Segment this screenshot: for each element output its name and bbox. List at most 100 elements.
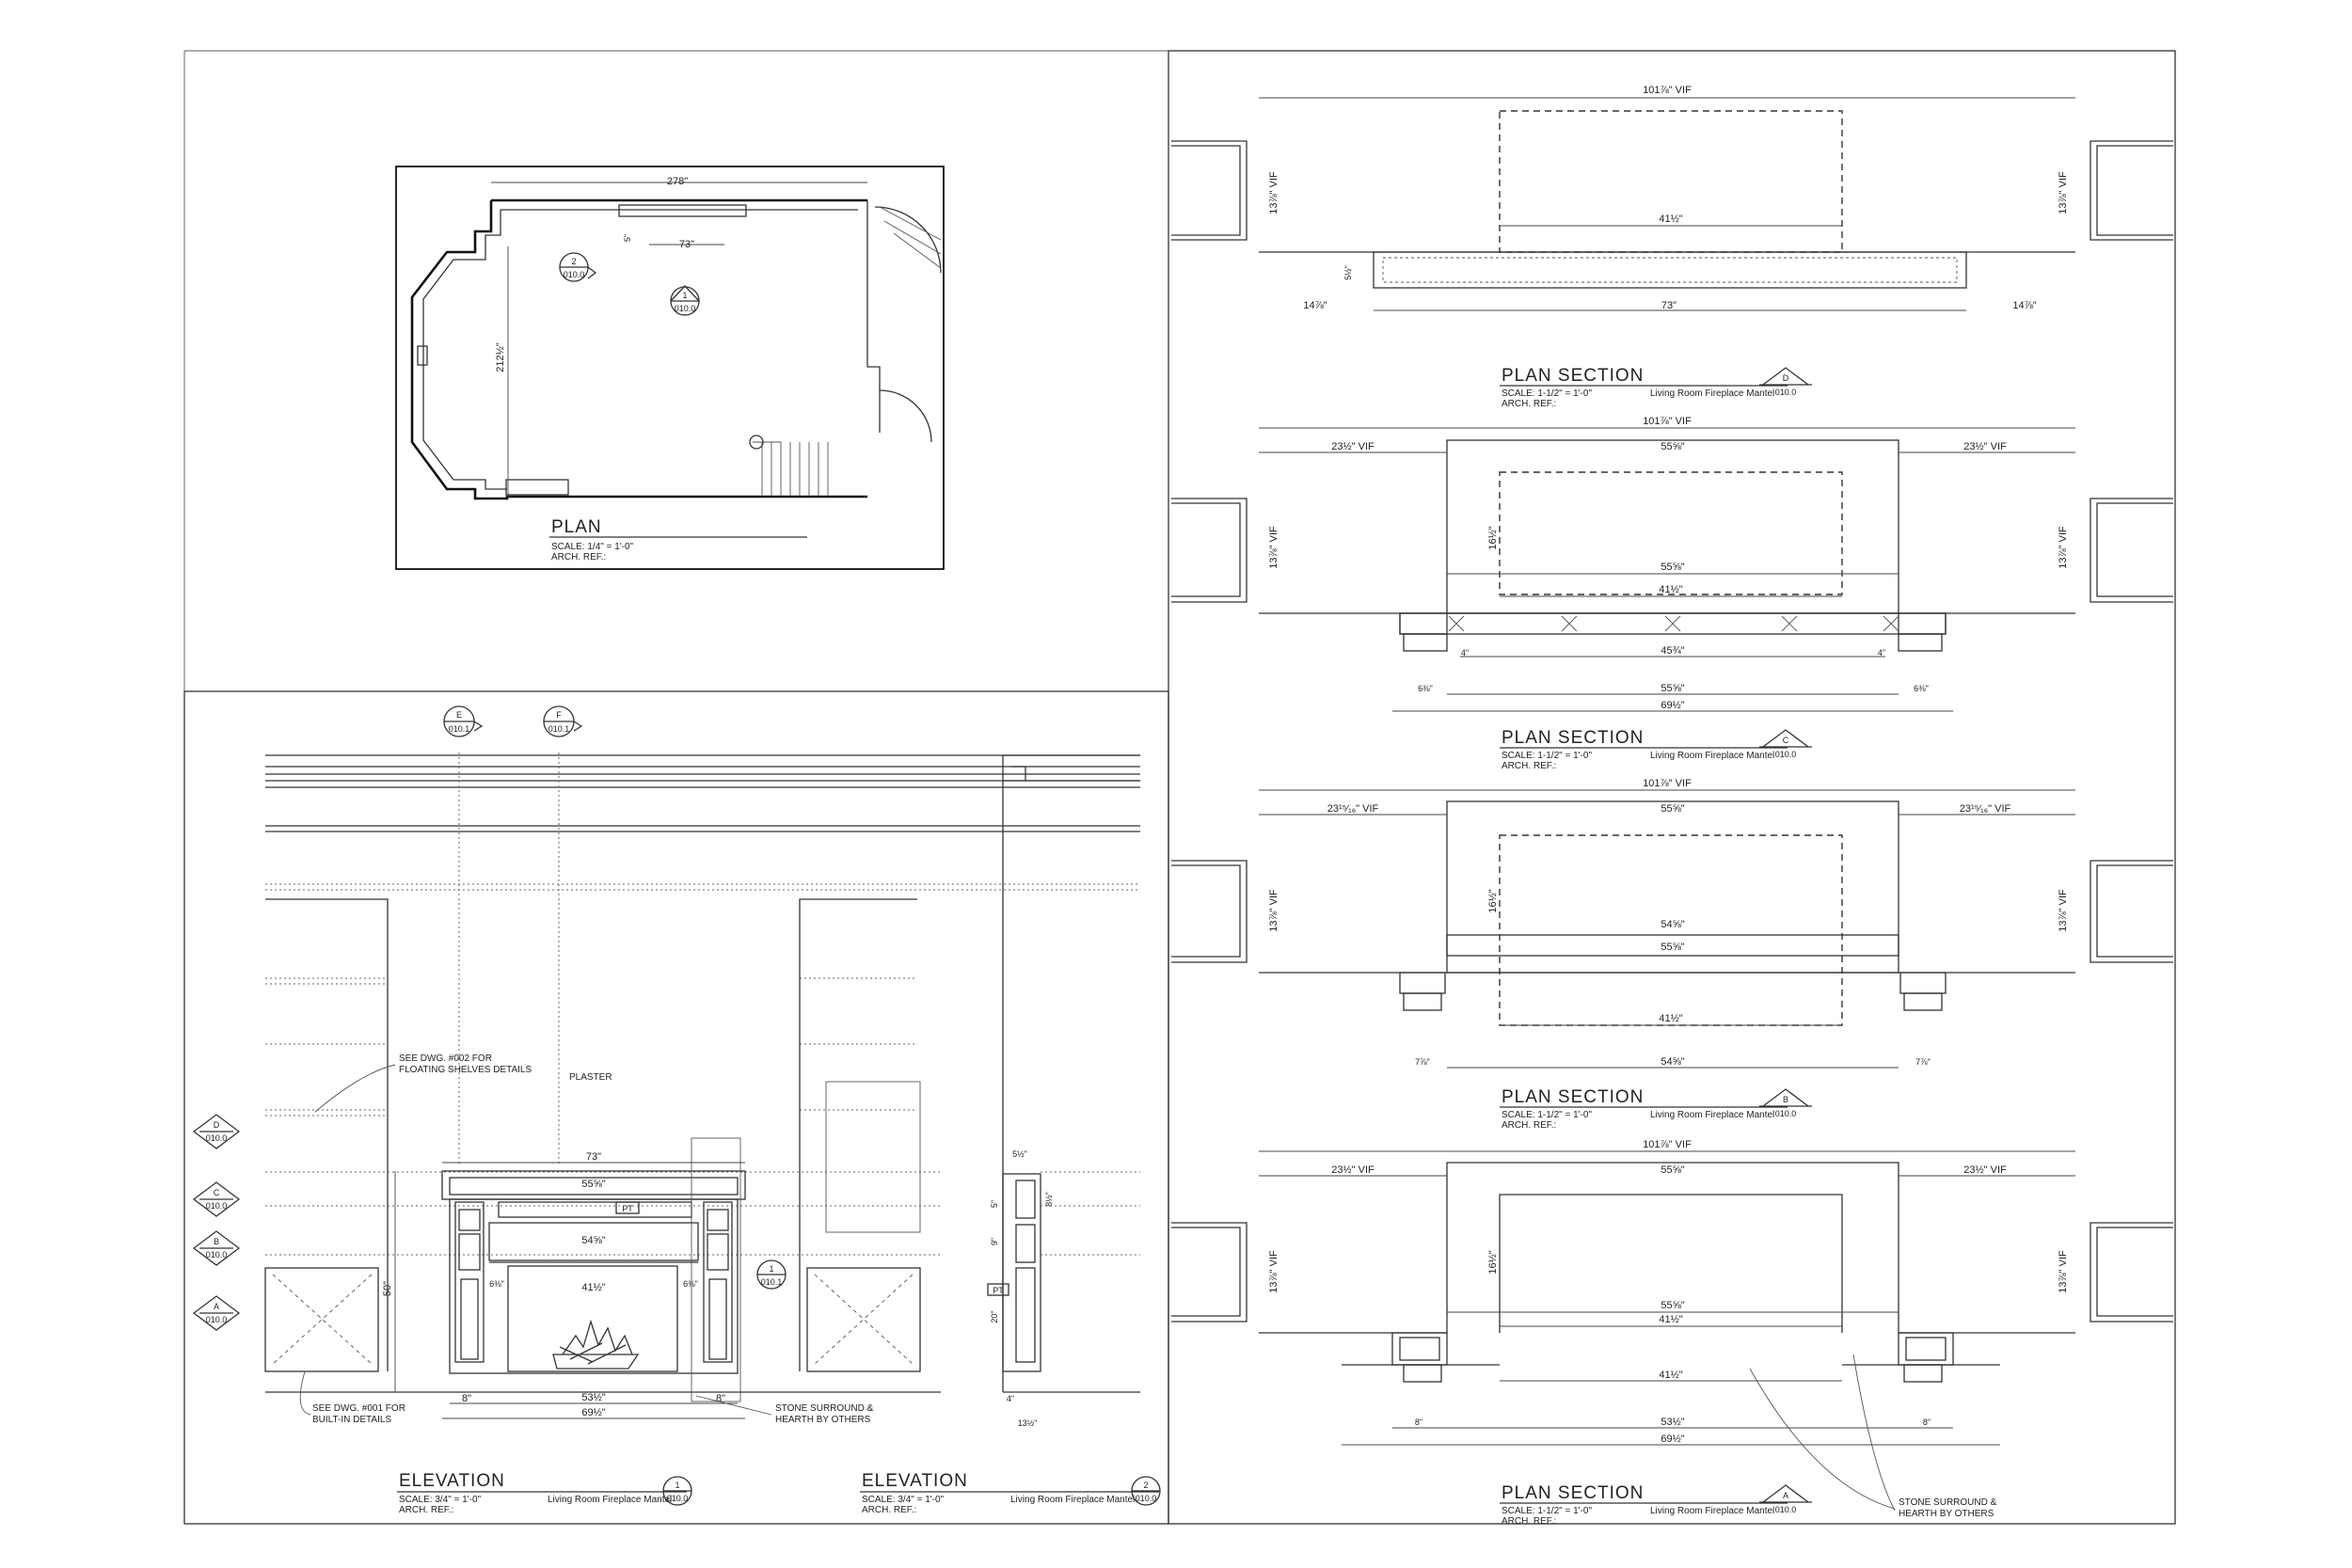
svg-text:B: B (1783, 1095, 1788, 1104)
elev2-pt-tag: PT (993, 1286, 1004, 1295)
svg-text:55⅝": 55⅝" (1661, 562, 1684, 573)
shelves-note-line-1: SEE DWG. #002 FOR (399, 1053, 492, 1064)
elevation-1-view: PT 73" 55⅝" 54⅝" 41½" 53½" 69½" 50" 8" 8… (192, 705, 1140, 1515)
svg-text:54⅝": 54⅝" (1661, 1056, 1684, 1068)
svg-text:6⅜": 6⅜" (1914, 684, 1929, 693)
svg-text:B: B (214, 1237, 219, 1246)
elev1-top-dim: 55⅝" (581, 1179, 605, 1190)
plan-section-A: 101⅞" VIF 23½" VIF 23½" VIF 55⅝" 55⅝" 41… (1171, 1139, 2173, 1527)
elev1-tag[interactable]: 1 010.0 (662, 1476, 692, 1506)
elev1-overall-dim: 73" (586, 1151, 601, 1163)
svg-text:16½": 16½" (1487, 526, 1499, 549)
svg-text:13⅞" VIF: 13⅞" VIF (2058, 171, 2069, 214)
svg-text:41½": 41½" (1659, 1013, 1682, 1024)
stone-note-line-1: STONE SURROUND & (775, 1403, 874, 1414)
svg-text:14⅞": 14⅞" (1303, 300, 1327, 311)
svg-text:101⅞" VIF: 101⅞" VIF (1643, 1139, 1692, 1150)
elev2-project: Living Room Fireplace Mantel (1010, 1495, 1135, 1505)
svg-text:010.0: 010.0 (1775, 750, 1797, 759)
svg-text:010.0: 010.0 (1775, 1505, 1797, 1514)
svg-text:13⅞" VIF: 13⅞" VIF (2058, 889, 2069, 932)
svg-text:55⅝": 55⅝" (1661, 1164, 1684, 1176)
svg-text:1: 1 (769, 1264, 773, 1274)
section-D-tag[interactable]: D 010.0 (1759, 367, 1812, 397)
svg-text:23½" VIF: 23½" VIF (1331, 1164, 1375, 1176)
fire-logs (552, 1319, 640, 1370)
elev2-title: ELEVATION (862, 1471, 968, 1491)
svg-text:1: 1 (682, 291, 687, 300)
svg-text:13⅞" VIF: 13⅞" VIF (2058, 1250, 2069, 1293)
svg-text:23½" VIF: 23½" VIF (1963, 441, 2007, 452)
elev1-base-dim: 69½" (581, 1407, 605, 1418)
builtin-note-line-2: BUILT-IN DETAILS (312, 1415, 391, 1425)
svg-text:55⅝": 55⅝" (1661, 942, 1684, 953)
svg-text:13⅞" VIF: 13⅞" VIF (1268, 171, 1279, 214)
elev2-tag[interactable]: 2 010.0 (1131, 1476, 1161, 1506)
svg-text:45¾": 45¾" (1661, 645, 1684, 657)
svg-text:101⅞" VIF: 101⅞" VIF (1643, 416, 1692, 427)
svg-text:SCALE: 1-1/2" = 1'-0": SCALE: 1-1/2" = 1'-0" (1502, 388, 1592, 399)
svg-text:2: 2 (1143, 1481, 1148, 1490)
svg-text:55⅝": 55⅝" (1661, 803, 1684, 815)
svg-text:A: A (214, 1302, 219, 1311)
fireplace-mantel: PT (441, 1137, 746, 1402)
plan-view: 278" 212½" 73" 5" 2 010.0 1 010.0 PLAN S… (395, 166, 945, 570)
section-A-note-line-2: HEARTH BY OTHERS (1899, 1509, 1994, 1519)
svg-text:ARCH. REF.:: ARCH. REF.: (1502, 399, 1556, 409)
section-A-note-line-1: STONE SURROUND & (1899, 1497, 1997, 1508)
elev1-pier2-dim: 6⅜" (683, 1279, 698, 1289)
svg-text:54⅝": 54⅝" (1661, 919, 1684, 930)
svg-text:010.1: 010.1 (449, 724, 470, 734)
section-tag-D[interactable]: D 010.0 (192, 1114, 241, 1149)
svg-text:010.0: 010.0 (675, 304, 696, 313)
svg-text:13⅞" VIF: 13⅞" VIF (1268, 889, 1279, 932)
svg-text:PLAN SECTION: PLAN SECTION (1502, 366, 1644, 386)
svg-text:23¹⁵⁄₁₆" VIF: 23¹⁵⁄₁₆" VIF (1960, 803, 2011, 815)
section-B-tag[interactable]: B 010.0 (1759, 1088, 1812, 1118)
svg-text:D: D (214, 1120, 220, 1130)
plan-section-C: 101⅞" VIF 23½" VIF 23½" VIF 55⅝" 55⅝" 41… (1171, 416, 2173, 771)
elev1-pier-dim: 6⅜" (489, 1279, 504, 1289)
svg-text:41½": 41½" (1659, 584, 1682, 595)
section-tag-A[interactable]: A 010.0 (192, 1295, 241, 1331)
svg-text:7⅞": 7⅞" (1415, 1057, 1430, 1067)
plan-scale: SCALE: 1/4" = 1'-0" (551, 542, 634, 552)
section-tag-C[interactable]: C 010.0 (192, 1181, 241, 1217)
svg-text:ARCH. REF.:: ARCH. REF.: (1502, 761, 1556, 771)
svg-text:69½": 69½" (1661, 1433, 1684, 1445)
svg-text:SCALE: 1-1/2" = 1'-0": SCALE: 1-1/2" = 1'-0" (1502, 1506, 1592, 1516)
svg-text:5½": 5½" (1343, 265, 1353, 280)
plan-section-D: 101⅞" VIF 41½" 73" 14⅞" 14⅞" 13⅞" VIF 13… (1171, 85, 2173, 409)
elev-tag-F[interactable]: F 010.1 (543, 705, 583, 737)
svg-text:14⅞": 14⅞" (2012, 300, 2036, 311)
plan-tag-1[interactable]: 1 010.0 (670, 285, 700, 316)
plan-width-dim: 278" (667, 176, 688, 187)
elev1-project: Living Room Fireplace Mantel (548, 1495, 672, 1505)
svg-text:010.0: 010.0 (206, 1315, 228, 1324)
sheet-frames (183, 50, 2176, 1525)
svg-text:010.0: 010.0 (1775, 1109, 1797, 1118)
svg-text:23¹⁵⁄₁₆" VIF: 23¹⁵⁄₁₆" VIF (1327, 803, 1379, 815)
svg-text:C: C (1783, 736, 1789, 745)
svg-text:13⅞" VIF: 13⅞" VIF (1268, 1250, 1279, 1293)
elev1-bottom-dim: 53½" (581, 1392, 605, 1403)
section-C-tag[interactable]: C 010.0 (1759, 729, 1812, 759)
section-tag-B[interactable]: B 010.0 (192, 1230, 241, 1266)
svg-text:010.0: 010.0 (667, 1494, 689, 1503)
elev2-dim-d: 9" (990, 1238, 999, 1245)
svg-text:41½": 41½" (1659, 1370, 1682, 1381)
elev2-scale: SCALE: 3/4" = 1'-0" (862, 1495, 945, 1505)
svg-text:Living Room Fireplace Mantel: Living Room Fireplace Mantel (1650, 1110, 1774, 1120)
section-A-tag[interactable]: A 010.0 (1759, 1484, 1812, 1514)
elev-tag-E[interactable]: E 010.1 (443, 705, 484, 737)
plan-tag-2[interactable]: 2 010.0 (559, 252, 597, 282)
svg-text:PLAN SECTION: PLAN SECTION (1502, 1483, 1644, 1503)
pilaster-tag[interactable]: 1 010.1 (756, 1259, 787, 1290)
svg-text:A: A (1783, 1491, 1788, 1500)
elev2-dim-g: 13½" (1018, 1418, 1038, 1428)
svg-text:Living Room Fireplace Mantel: Living Room Fireplace Mantel (1650, 388, 1774, 399)
svg-text:E: E (456, 710, 462, 720)
elev1-title: ELEVATION (399, 1471, 505, 1491)
svg-text:8": 8" (1923, 1418, 1931, 1427)
